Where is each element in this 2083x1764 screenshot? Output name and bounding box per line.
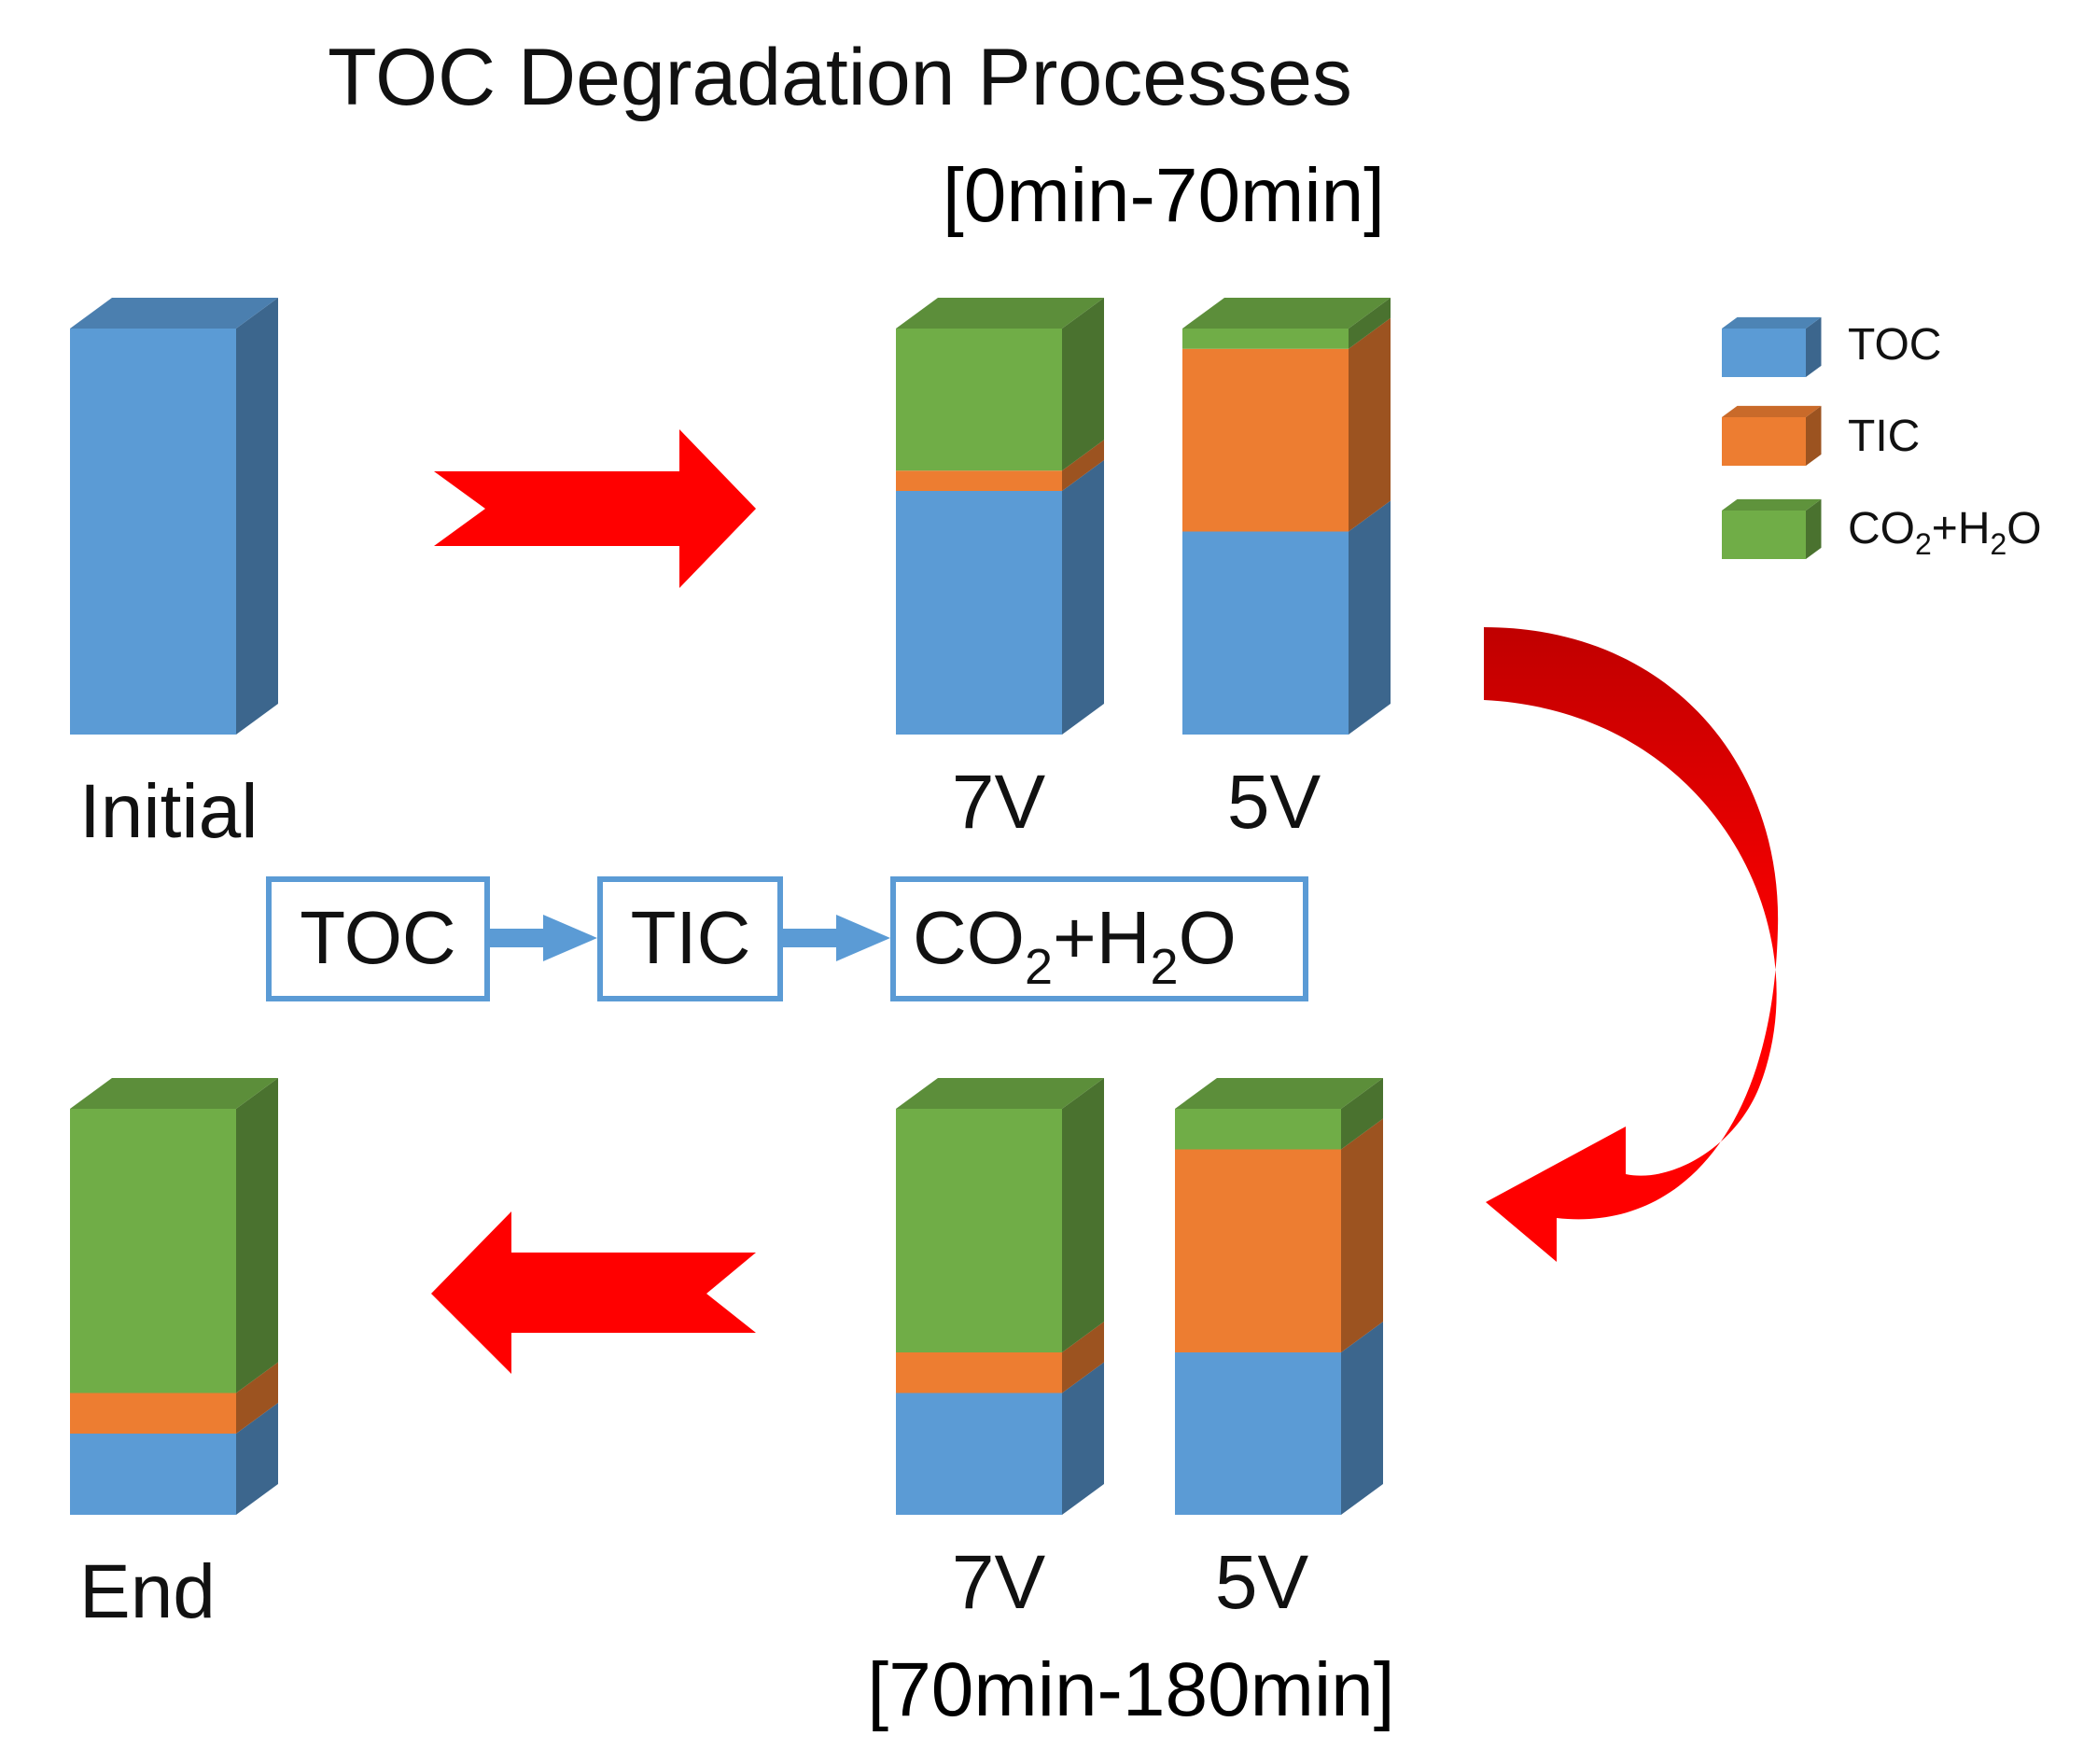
column-early-7v [896,298,1104,735]
legend-label-tic: TIC [1848,412,1920,461]
legend-swatch-toc [1722,316,1822,377]
segment-top [70,1078,278,1109]
segment-co2-side [1341,1078,1383,1150]
flow-arrowhead-2-icon [836,915,890,961]
swatch-top [1722,405,1822,417]
legend-label-toc: TOC [1848,320,1941,370]
segment-toc-front [896,1393,1062,1515]
segment-tic-side [1062,440,1104,491]
flow-box-co2-h2o [890,876,1308,1001]
segment-co2-front [1175,1109,1341,1150]
legend-swatch-tic [1722,405,1822,466]
legend: TOC TIC CO2+H2O [1722,316,2042,561]
swatch-top [1722,498,1822,511]
segment-co2-side [1062,298,1104,471]
flow-box-tic [597,876,783,1001]
swatch-toc-side [1806,316,1822,377]
segment-toc-side [1062,460,1104,735]
segment-co2-front [896,1109,1062,1352]
segment-top [1175,1078,1383,1109]
flow-arrow-2-icon [780,929,838,947]
segment-co2-front [896,329,1062,471]
segment-toc-side [1062,1362,1104,1515]
segment-tic-front [70,1393,236,1434]
segment-toc-front [1175,1352,1341,1515]
segment-top [70,298,278,329]
column-late-5v [1175,1078,1383,1515]
flow-box-toc-label: TOC [300,896,455,979]
segment-co2-side [1062,1078,1104,1352]
segment-top [1182,298,1391,329]
swatch-tic-side [1806,405,1822,466]
column-label-late-5v: 5V [1215,1540,1309,1625]
arrow-right-icon [434,429,756,588]
swatch-tic-front [1722,417,1806,466]
segment-co2-side [1349,298,1391,349]
segment-co2-front [70,1109,236,1393]
segment-tic-side [1349,317,1391,532]
flow-box-tic-label: TIC [631,896,751,979]
segment-top [896,298,1104,329]
diagram-title: TOC Degradation Processes [328,33,1352,122]
flow-arrow-1-icon [487,929,545,947]
flow-arrowhead-1-icon [543,915,597,961]
segment-co2-side [236,1078,278,1393]
segment-tic-front [1175,1149,1341,1352]
segment-toc-side [1341,1322,1383,1515]
segment-toc-front [70,1434,236,1515]
column-late-7v [896,1078,1104,1515]
segment-toc-front [70,329,236,735]
segment-tic-side [1341,1118,1383,1352]
flow-chain: TOC TIC CO2+H2O [266,876,1308,1001]
column-label-late-7v: 7V [952,1540,1046,1625]
flow-box-toc [266,876,490,1001]
segment-toc-side [236,298,278,735]
column-label-early-7v: 7V [952,760,1046,845]
segment-toc-side [1349,500,1391,735]
segment-toc-front [1182,531,1349,735]
segment-toc-side [236,1403,278,1515]
column-label-initial: Initial [79,769,258,854]
column-label-end: End [79,1549,216,1634]
segment-toc-front [896,491,1062,735]
column-initial [70,298,278,735]
legend-swatch-co2-h2o [1722,498,1822,559]
swatch-top [1722,316,1822,329]
swatch-toc-front [1722,329,1806,377]
column-early-5v [1182,298,1391,735]
curved-arrow-icon [1484,627,1779,1262]
segment-tic-front [896,1352,1062,1393]
column-label-early-5v: 5V [1227,760,1321,845]
segment-top [896,1078,1104,1109]
segment-tic-side [1062,1322,1104,1393]
segment-tic-front [896,470,1062,491]
period-label-late: [70min-180min] [867,1647,1394,1732]
segment-tic-front [1182,348,1349,532]
legend-label-co2-h2o: CO2+H2O [1848,504,2042,561]
segment-co2-front [1182,329,1349,349]
segment-tic-side [236,1362,278,1434]
arrow-left-icon [431,1211,756,1374]
swatch-co2-front [1722,511,1806,559]
swatch-co2-side [1806,498,1822,559]
column-end [70,1078,278,1515]
flow-box-co2-h2o-label: CO2+H2O [913,896,1237,995]
period-label-early: [0min-70min] [943,153,1385,238]
